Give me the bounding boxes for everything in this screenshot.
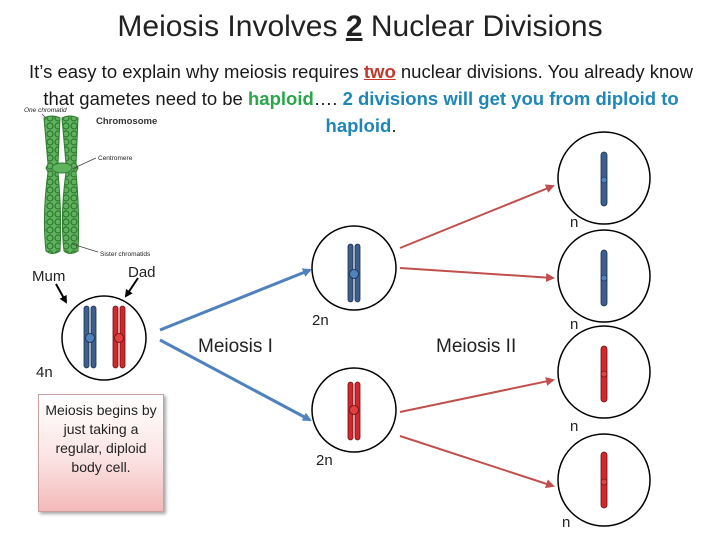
meiosis1-arrow-bottom — [159, 338, 312, 422]
gamete1-ploidy-label: n — [570, 214, 579, 231]
chromosome-heading: Chromosome — [96, 116, 157, 127]
centromere-label: Centromere — [98, 155, 133, 162]
mum-label: Mum — [32, 268, 66, 285]
meiosis2-arrow-2 — [399, 267, 555, 283]
meiosis1-top-chromosome — [347, 243, 361, 303]
gamete2-ploidy-label: n — [570, 316, 579, 333]
slide-title: Meiosis Involves 2 Nuclear Divisions — [117, 10, 603, 43]
parent-cell — [61, 295, 147, 381]
meiosis2-arrow-3 — [399, 377, 555, 413]
gamete3-ploidy-label: n — [570, 418, 579, 435]
bottom-cell-ploidy-label: 2n — [316, 452, 333, 469]
chromosome-reference-image: One chromatid Chromosome Centromere Sist… — [24, 107, 157, 258]
meiosis2-arrow-1 — [399, 184, 555, 249]
highlight-haploid: haploid — [248, 88, 314, 109]
parent-maternal-chromosome — [83, 305, 97, 369]
dad-label: Dad — [128, 264, 156, 281]
meiosis1-bottom-chromosome — [347, 381, 361, 441]
parent-paternal-chromosome — [112, 305, 126, 369]
mum-arrow — [55, 283, 67, 304]
sister-chromatids-label: Sister chromatids — [100, 251, 151, 258]
intro-text: It’s easy to explain why meiosis require… — [29, 61, 693, 136]
one-chromatid-label: One chromatid — [24, 107, 67, 114]
top-cell-ploidy-label: 2n — [312, 312, 329, 329]
dad-arrow — [124, 277, 139, 298]
gamete4-ploidy-label: n — [562, 514, 571, 531]
title-number: 2 — [345, 10, 363, 43]
meiosis2-label: Meiosis II — [436, 336, 517, 357]
parent-ploidy-label: 4n — [36, 364, 53, 381]
meiosis1-label: Meiosis I — [198, 336, 273, 357]
highlight-divisions: 2 divisions will get you from diploid to… — [325, 88, 679, 136]
description-box: Meiosis begins by just taking a regular,… — [38, 394, 164, 512]
meiosis1-cell-top — [311, 225, 397, 311]
meiosis1-arrow-top — [159, 268, 312, 332]
meiosis2-arrow-4 — [399, 435, 555, 489]
highlight-two: two — [363, 61, 396, 82]
